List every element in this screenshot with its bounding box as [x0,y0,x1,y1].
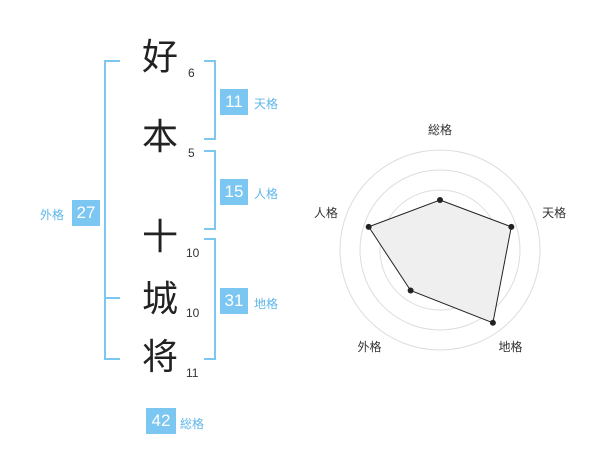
stroke-count-3: 10 [186,246,200,260]
tenkaku-bracket [204,60,216,140]
soukaku-label: 総格 [180,417,205,431]
tenkaku-badge: 11 [220,89,248,115]
name-char-3: 十 [142,217,179,258]
stroke-count-4: 10 [186,306,200,320]
gaikaku-bracket-tick [104,297,120,299]
radar-ring-2 [359,169,521,331]
radar-axis-label-5: 人格 [314,205,338,220]
radar-point-5 [365,223,372,230]
tenkaku-label: 天格 [254,97,279,111]
jinkaku-badge: 15 [220,179,248,205]
radar-axis-label-3: 地格 [499,339,523,354]
jinkaku-bracket [204,150,216,230]
radar-point-1 [437,197,443,203]
name-char-2: 本 [142,117,179,158]
radar-axis-label-4: 外格 [357,339,381,354]
radar-point-4 [407,287,414,294]
chikaku-label: 地格 [254,297,279,311]
radar-ring-1 [339,149,541,351]
stroke-count-2: 5 [188,146,195,160]
chikaku-bracket [204,238,216,360]
gaikaku-badge: 27 [72,200,100,226]
stroke-count-5: 11 [186,366,199,380]
gaikaku-label: 外格 [40,208,65,222]
radar-series-polygon [367,199,512,324]
jinkaku-label: 人格 [254,187,279,201]
chikaku-badge: 31 [220,288,248,314]
stroke-count-1: 6 [188,66,195,80]
gaikaku-bracket [104,60,120,360]
name-char-4: 城 [142,279,179,320]
name-char-1: 好 [142,37,179,78]
soukaku-badge: 42 [146,408,176,434]
radar-point-2 [508,223,515,230]
radar-axis-label-1: 総格 [428,122,452,137]
radar-point-3 [489,319,496,326]
radar-axis-label-2: 天格 [542,205,566,220]
name-char-5: 将 [142,337,179,378]
